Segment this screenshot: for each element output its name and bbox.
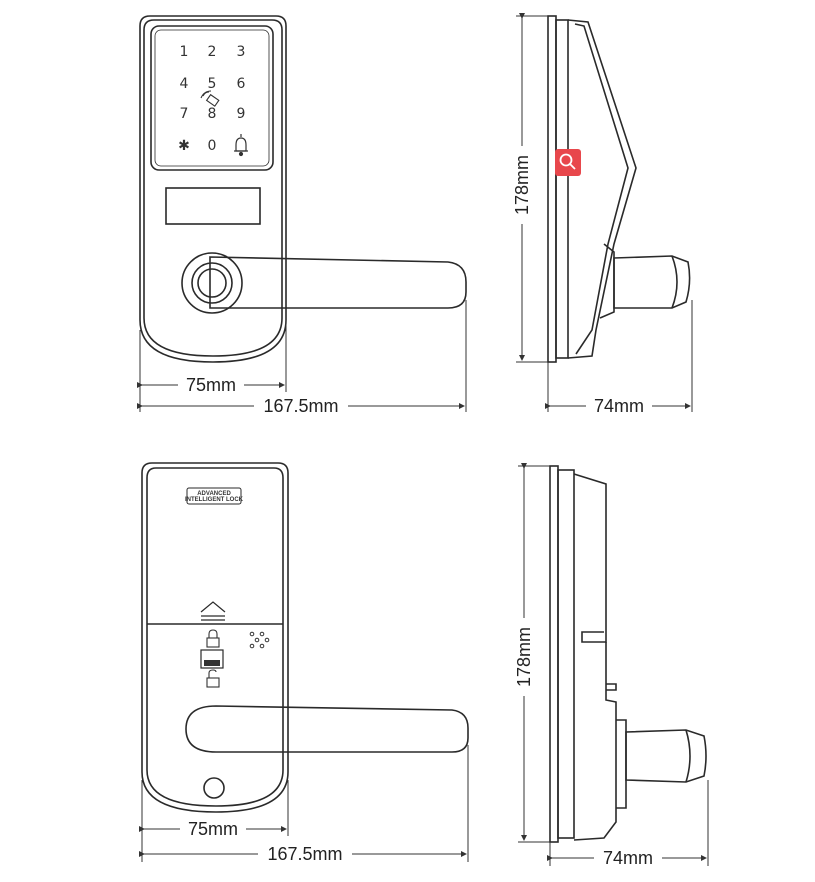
key-7[interactable]: 7	[180, 106, 189, 122]
back-logo-line2: INTELLIGENT LOCK	[185, 497, 244, 503]
side-depth-label: 74mm	[594, 396, 644, 416]
back-depth-label: 167.5mm	[267, 844, 342, 864]
key-3[interactable]: 3	[237, 44, 246, 60]
back-lever	[185, 705, 469, 753]
front-lever	[209, 256, 467, 309]
back-width-label: 75mm	[188, 819, 238, 839]
back-side-view	[549, 465, 707, 843]
side-view	[547, 15, 691, 363]
key-6[interactable]: 6	[237, 76, 246, 92]
front-body-outer	[139, 15, 287, 363]
back-view	[141, 462, 469, 813]
back-body-outer	[141, 462, 289, 813]
keypad-keys: 1 2 3 4 5 6 7 8 9 ✱ 0	[178, 44, 245, 154]
front-view	[139, 15, 467, 363]
bell-icon[interactable]	[234, 134, 248, 157]
speaker-grille	[249, 631, 270, 649]
key-8[interactable]: 8	[208, 106, 217, 122]
back-logo-plate	[186, 487, 242, 505]
front-dim-lines	[137, 300, 467, 412]
zoom-button[interactable]	[555, 149, 581, 176]
key-2[interactable]: 2	[208, 44, 217, 60]
front-depth-label: 167.5mm	[263, 396, 338, 416]
back-logo-line1: ADVANCED	[197, 491, 231, 497]
key-star[interactable]: ✱	[178, 138, 190, 154]
side-height-label: 178mm	[512, 155, 532, 215]
key-9[interactable]: 9	[237, 106, 246, 122]
back-side-dim-lines	[518, 463, 709, 866]
magnifier-icon	[559, 153, 576, 170]
battery-cover-arrow-icon	[200, 601, 226, 621]
front-width-label: 75mm	[186, 375, 236, 395]
key-1[interactable]: 1	[180, 44, 189, 60]
key-4[interactable]: 4	[180, 76, 189, 92]
keypad-panel	[150, 25, 274, 171]
fingerprint-reader[interactable]	[181, 252, 243, 314]
rfid-card-icon	[200, 90, 220, 107]
padlock-closed-icon	[206, 629, 220, 648]
padlock-open-icon	[206, 669, 220, 688]
back-side-depth-label: 74mm	[603, 848, 653, 868]
key-5[interactable]: 5	[208, 76, 217, 92]
back-dim-lines	[139, 745, 469, 862]
key-hole[interactable]	[203, 777, 225, 799]
side-dim-lines	[516, 13, 693, 412]
back-side-height-label: 178mm	[514, 627, 534, 687]
front-body-inner	[143, 19, 283, 357]
key-0[interactable]: 0	[208, 138, 217, 154]
thumb-turn[interactable]	[200, 649, 224, 669]
display-window	[165, 187, 261, 225]
